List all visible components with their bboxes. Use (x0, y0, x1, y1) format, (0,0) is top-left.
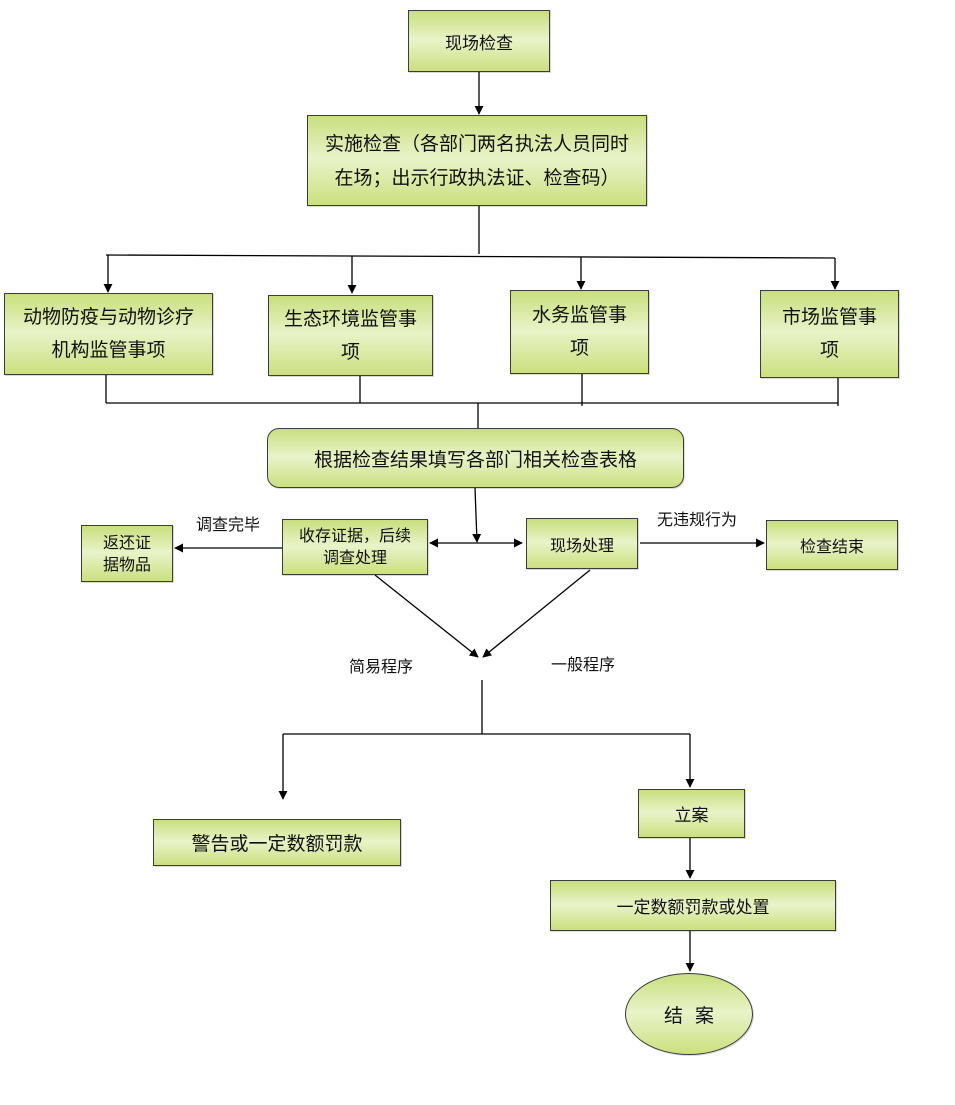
node-collect-evidence: 收存证据，后续调查处理 (282, 519, 428, 575)
node-collect-evidence-text: 收存证据，后续调查处理 (298, 526, 411, 567)
label-no-violation: 无违规行为 (657, 510, 738, 529)
node-implement-inspection-text: 实施检查（各部门两名执法人员同时在场；出示行政执法证、检查码） (324, 132, 629, 189)
node-close-case: 结 案 (625, 973, 753, 1055)
node-file-case: 立案 (638, 789, 745, 838)
node-water-affairs: 水务监管事项 (510, 290, 649, 374)
arrow-forms-to-junction (472, 487, 482, 543)
node-onsite-inspection-text: 现场检查 (445, 33, 513, 54)
node-ecology-environment: 生态环境监管事项 (268, 295, 433, 376)
node-warning-fine-text: 警告或一定数额罚款 (191, 833, 363, 855)
node-implement-inspection: 实施检查（各部门两名执法人员同时在场；出示行政执法证、检查码） (307, 115, 647, 206)
node-fill-forms: 根据检查结果填写各部门相关检查表格 (267, 428, 684, 488)
arrow-collect-to-converge (374, 574, 479, 658)
node-onsite-handling-text: 现场处理 (549, 535, 614, 555)
node-animal-epidemic: 动物防疫与动物诊疗机构监管事项 (4, 293, 213, 375)
node-animal-epidemic-text: 动物防疫与动物诊疗机构监管事项 (22, 306, 194, 361)
node-return-evidence: 返还证据物品 (81, 525, 173, 582)
node-ecology-environment-text: 生态环境监管事项 (283, 307, 417, 363)
node-inspection-end: 检查结束 (766, 520, 898, 570)
node-return-evidence-text: 返还证据物品 (102, 532, 151, 574)
node-onsite-inspection: 现场检查 (408, 10, 550, 72)
node-fine-or-punish-text: 一定数额罚款或处置 (616, 898, 770, 918)
arrow-handling-to-converge (482, 569, 591, 658)
node-warning-fine: 警告或一定数额罚款 (153, 819, 401, 866)
node-onsite-handling: 现场处理 (526, 518, 638, 569)
label-investigation-done: 调查完毕 (196, 515, 261, 534)
node-inspection-end-text: 检查结束 (799, 537, 864, 556)
label-general-procedure: 一般程序 (551, 655, 616, 674)
node-market-supervision: 市场监管事项 (760, 290, 899, 378)
node-water-affairs-text: 水务监管事项 (531, 304, 627, 359)
node-close-case-text: 结 案 (663, 1004, 715, 1027)
node-fine-or-punish: 一定数额罚款或处置 (550, 880, 836, 931)
node-file-case-text: 立案 (674, 806, 709, 826)
node-market-supervision-text: 市场监管事项 (781, 306, 877, 361)
branch-bar-top (105, 254, 836, 259)
node-fill-forms-text: 根据检查结果填写各部门相关检查表格 (313, 448, 637, 471)
label-simple-procedure: 简易程序 (349, 657, 414, 676)
